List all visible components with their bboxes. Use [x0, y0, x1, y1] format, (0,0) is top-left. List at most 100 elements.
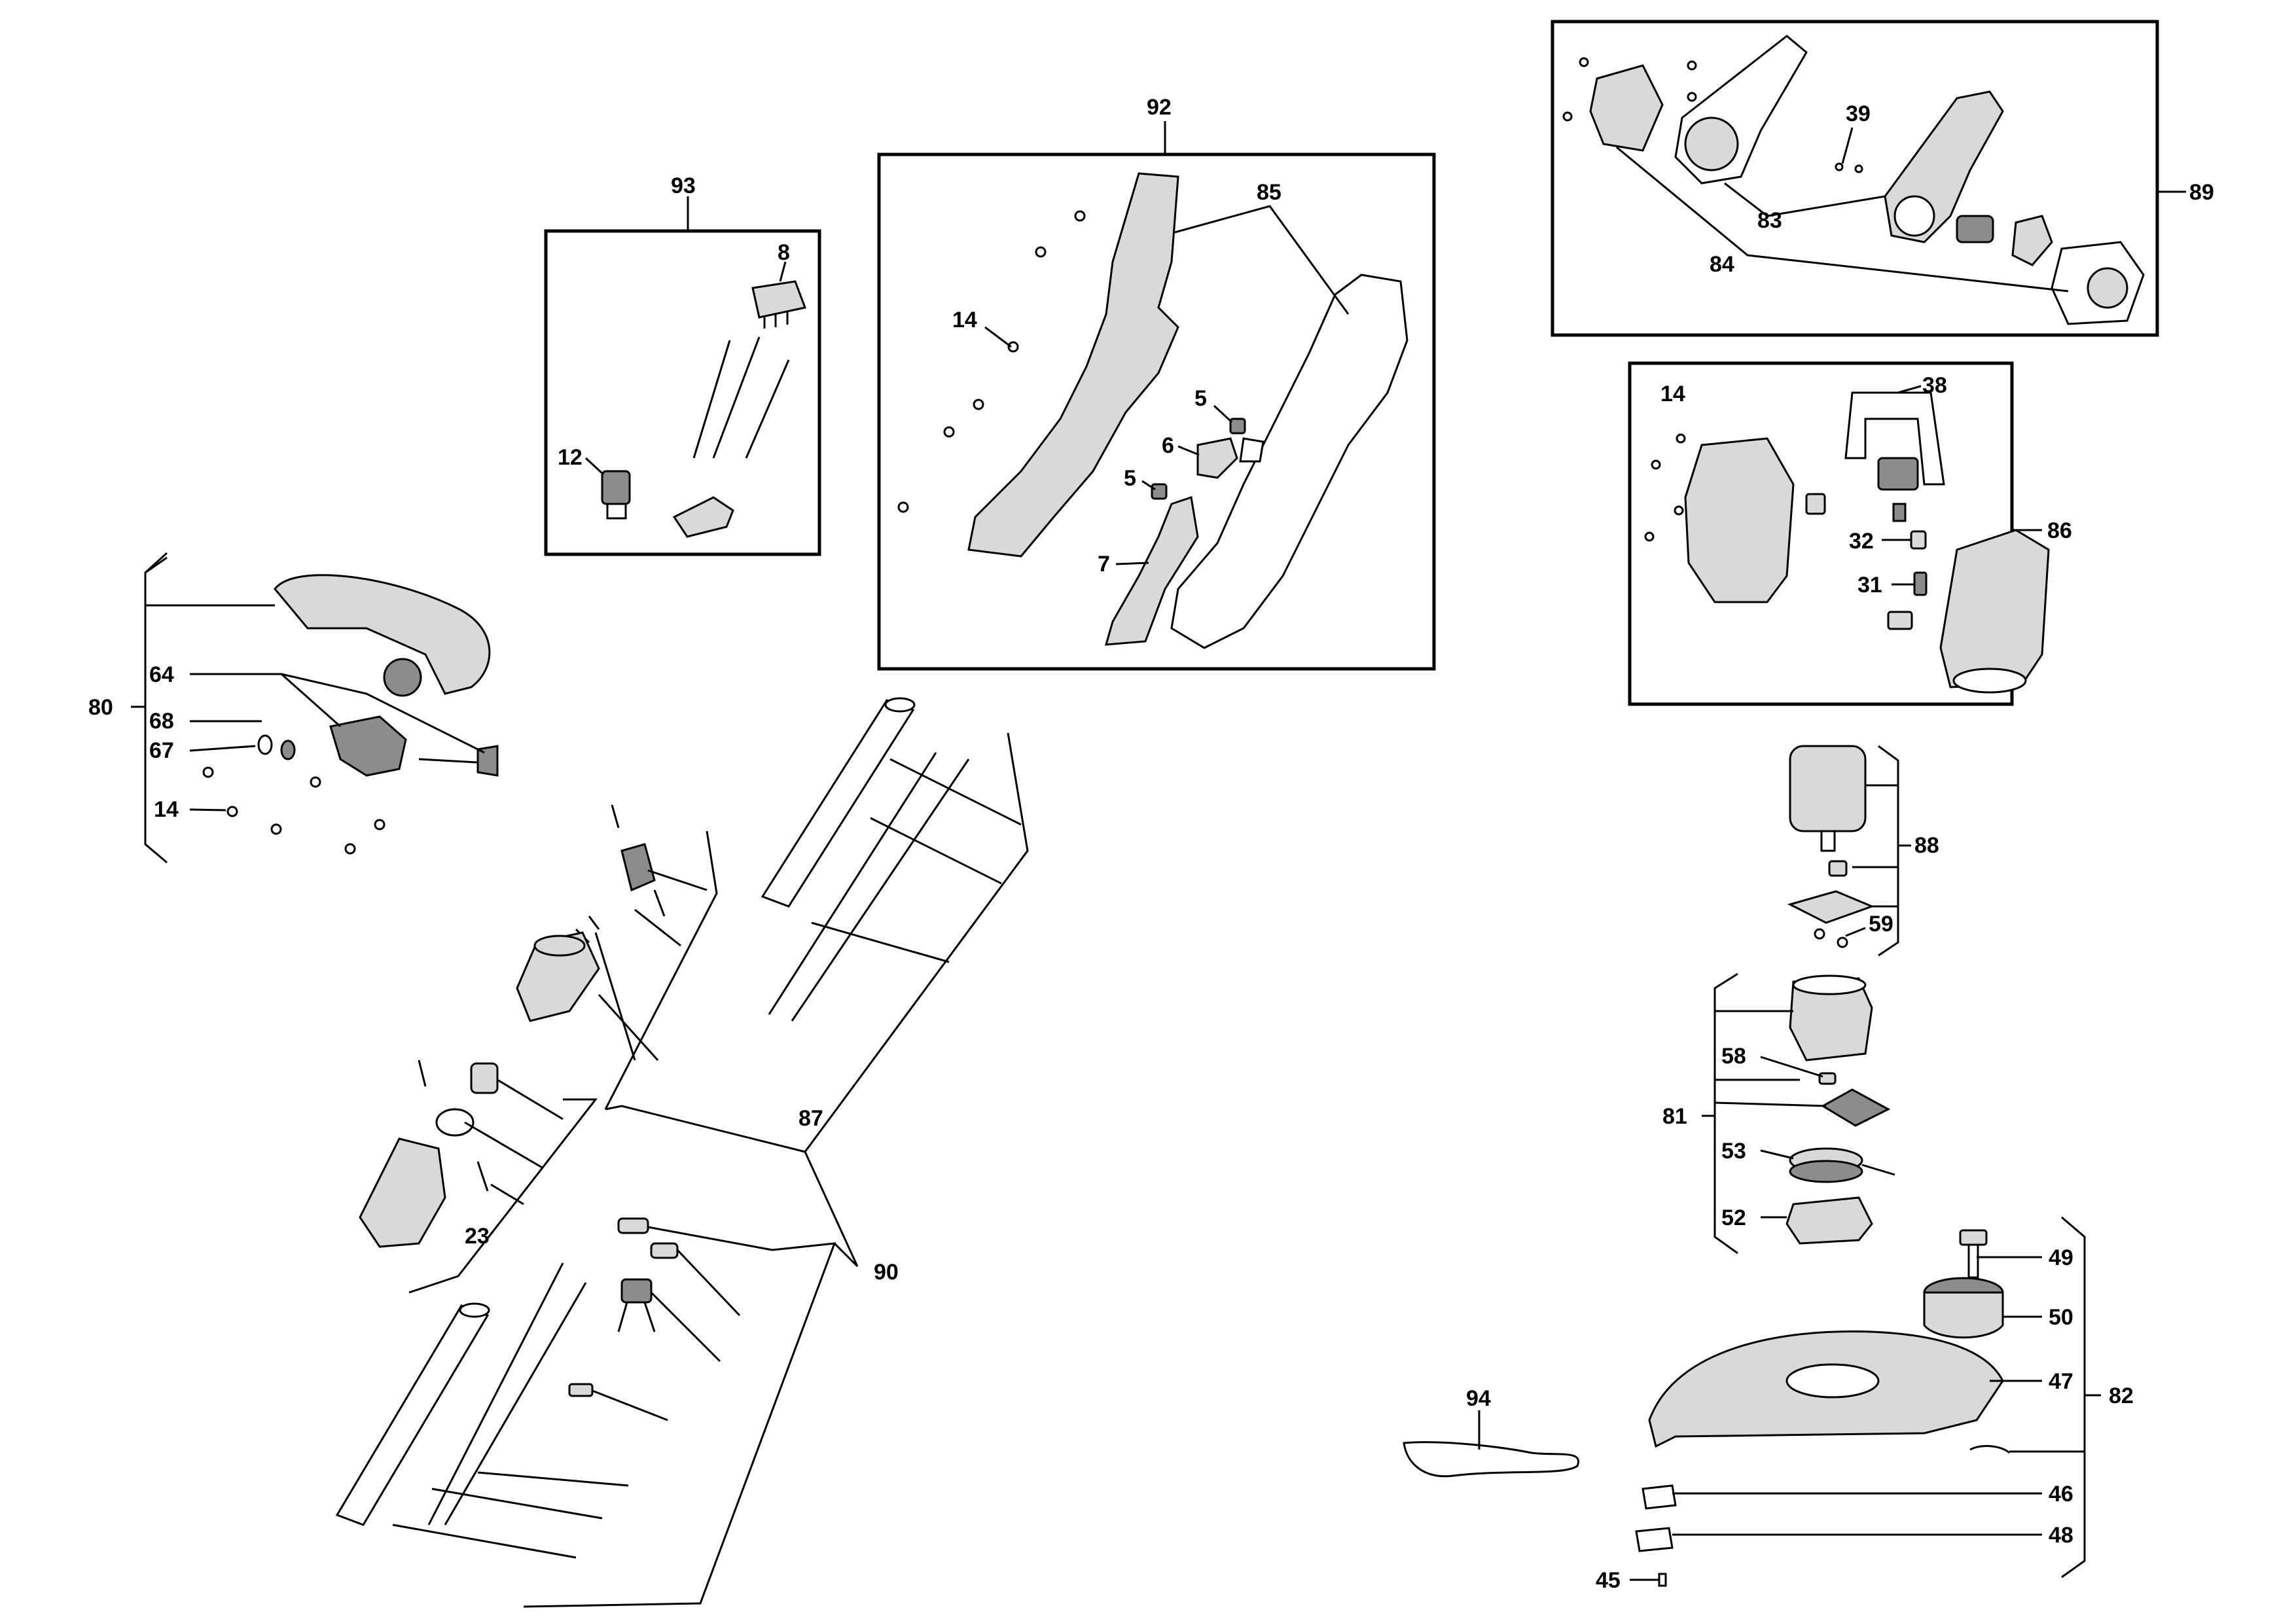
- leader-58: [1760, 1056, 1823, 1078]
- label-67: 67: [149, 738, 174, 763]
- assembly-box-89: [1551, 20, 2159, 337]
- part-screws-59: [1814, 928, 1848, 948]
- leader-90-g: [392, 1524, 577, 1559]
- part-spring-5b: [1151, 483, 1168, 500]
- label-14-a: 14: [952, 308, 977, 332]
- part-screw-45: [1658, 1573, 1667, 1587]
- part-spring-31: [1913, 571, 1928, 596]
- part-connector-8: [751, 280, 807, 329]
- label-88: 88: [1914, 833, 1939, 858]
- part-handle-half-right: [1170, 274, 1408, 649]
- leader-8: [779, 261, 787, 282]
- part-switch-12: [601, 470, 631, 520]
- leader-81-c: [1714, 1101, 1827, 1107]
- part-plate-88: [1787, 890, 1875, 924]
- label-80: 80: [88, 695, 113, 720]
- part-pins-87b: [418, 1060, 489, 1192]
- part-plate-46: [1641, 1484, 1677, 1510]
- bracket-80-top: [144, 552, 168, 574]
- label-82: 82: [2109, 1383, 2134, 1408]
- leader-87-g: [811, 921, 950, 963]
- leader-87-d: [594, 932, 636, 1061]
- part-couplers-90: [617, 1217, 679, 1259]
- label-52: 52: [1721, 1205, 1746, 1230]
- leader-87: [605, 1105, 806, 1153]
- leader-64b: [281, 673, 485, 754]
- part-handle-half-left: [967, 172, 1179, 558]
- part-screws-86: [1644, 433, 1686, 542]
- part-grip-cap-84b: [2051, 241, 2145, 325]
- leader-90-f: [431, 1488, 603, 1520]
- leader-38: [1897, 385, 1922, 394]
- label-85: 85: [1257, 180, 1282, 205]
- leader-90-b: [676, 1249, 741, 1317]
- label-92: 92: [1147, 95, 1172, 120]
- leader-90-d: [592, 1389, 668, 1421]
- leader-83: [1724, 182, 1886, 217]
- leader-7: [1115, 562, 1149, 565]
- part-block-86: [1877, 457, 1919, 522]
- part-housing-half-86: [1684, 437, 1795, 603]
- label-32: 32: [1849, 529, 1874, 554]
- part-wires: [692, 336, 790, 459]
- part-upper-wires: [768, 752, 970, 1022]
- label-48: 48: [2049, 1523, 2073, 1548]
- label-81: 81: [1662, 1104, 1687, 1129]
- part-motor-88: [1789, 745, 1867, 852]
- leader-87-90: [804, 1151, 859, 1267]
- label-12: 12: [558, 445, 583, 470]
- part-terminal-90: [568, 1383, 594, 1397]
- label-5-b: 5: [1124, 466, 1136, 491]
- part-spool-housing-81: [1789, 974, 1873, 1061]
- leader-59: [1845, 927, 1866, 937]
- part-bracket: [672, 496, 734, 538]
- part-washers-67-68: [257, 734, 296, 760]
- label-68: 68: [149, 709, 174, 734]
- part-spring-5a: [1229, 418, 1246, 435]
- label-86: 86: [2047, 518, 2072, 543]
- part-motor-cover-86: [1939, 529, 2050, 694]
- leader-90-a: [647, 1226, 773, 1251]
- label-87: 87: [798, 1106, 823, 1131]
- part-nut-87: [470, 1062, 499, 1094]
- part-latch-89: [2011, 215, 2053, 266]
- part-eyelet-81: [1821, 1088, 1891, 1127]
- label-8: 8: [778, 240, 790, 265]
- part-lower-wires: [427, 1262, 587, 1525]
- label-6: 6: [1162, 433, 1174, 458]
- part-button-6: [1196, 437, 1265, 479]
- leader-12: [584, 457, 605, 476]
- label-14-b: 14: [1660, 382, 1685, 406]
- label-47: 47: [2049, 1369, 2073, 1394]
- leader-67: [189, 745, 256, 752]
- leader-87-f: [870, 817, 1002, 885]
- part-screws-89: [1562, 57, 1863, 173]
- leader-85: [1174, 205, 1350, 315]
- label-59: 59: [1869, 912, 1893, 936]
- part-handle-clamp-64: [329, 715, 499, 777]
- leader-87-b: [634, 908, 681, 947]
- label-93: 93: [671, 173, 696, 198]
- part-wire-94: [1403, 1441, 1580, 1478]
- part-screws-92: [897, 210, 1086, 513]
- leader-87-e: [889, 758, 1022, 826]
- assembly-box-93: [544, 229, 821, 556]
- bracket-82: [2061, 1216, 2086, 1578]
- part-grip-body-83a: [1674, 35, 1808, 185]
- label-14-c: 14: [154, 797, 179, 822]
- part-spring-58: [1818, 1072, 1837, 1085]
- label-23: 23: [465, 1224, 490, 1249]
- part-spool-53: [1789, 1147, 1895, 1183]
- leader-90-e: [477, 1471, 629, 1487]
- part-ring-87: [435, 1108, 475, 1137]
- label-49: 49: [2049, 1245, 2073, 1270]
- part-capacitor-90: [617, 1278, 656, 1332]
- leader-6: [1177, 445, 1200, 456]
- leader-23-a: [497, 1079, 564, 1120]
- part-trigger-7: [1104, 496, 1199, 646]
- leader-90: [833, 1242, 859, 1268]
- part-screws-80: [202, 766, 386, 855]
- part-upper-tube: [761, 697, 916, 908]
- part-grip-handle-83b: [1884, 90, 2004, 243]
- part-aux-handle: [274, 574, 491, 697]
